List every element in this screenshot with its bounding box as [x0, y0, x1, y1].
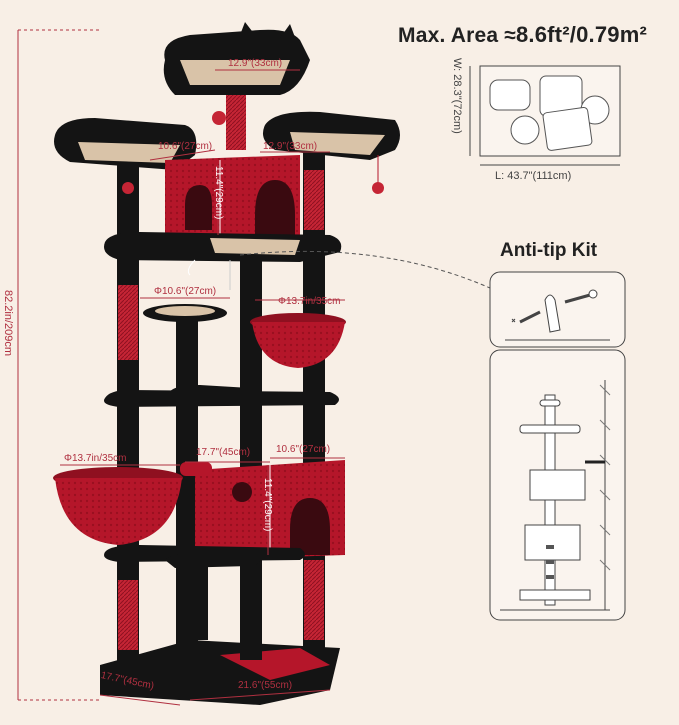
total-height-label: 82.2in/209cm [2, 290, 14, 357]
anti-tip-panel [489, 271, 626, 621]
kit-connector [239, 250, 491, 289]
area-title: Max. Area ≈8.6ft²/0.79m² [398, 22, 647, 48]
anti-tip-title: Anti-tip Kit [500, 240, 598, 261]
round-platform [143, 304, 227, 322]
side-perches [54, 111, 400, 194]
middle-platform [104, 232, 342, 290]
lower-condo [180, 460, 345, 560]
top-perch [163, 22, 310, 125]
area-length-label: L: 43.7"(111cm) [495, 170, 572, 182]
area-diagram [469, 65, 621, 166]
height-guide [17, 29, 100, 701]
dim-right-perch: 12.9"(33cm) [263, 141, 318, 152]
dim-base-width: 21.6"(55cm) [238, 680, 293, 691]
dim-lower-condo-height: 11.4"(29cm) [262, 478, 273, 532]
area-prefix: Max. Area ≈ [398, 24, 516, 47]
dimension-lines [60, 69, 345, 555]
dim-left-perch: 10.6"(27cm) [158, 141, 213, 152]
upper-condo [165, 155, 300, 245]
dim-upper-condo-height: 11.4"(29cm) [213, 166, 224, 220]
dim-top-perch: 12.9"(33cm) [228, 58, 283, 69]
area-value: 8.6ft²/0.79m² [516, 22, 647, 47]
lower-basket [53, 467, 183, 545]
middle-shelf [104, 385, 339, 407]
dim-lower-condo-width: 10.6"(27cm) [276, 444, 331, 455]
dim-upper-basket: Φ13.7in/35cm [278, 296, 341, 307]
upper-basket [250, 313, 346, 368]
dim-lower-basket: Φ13.7in/35cm [64, 453, 127, 464]
area-width-label: W: 28.3"(72cm) [451, 58, 463, 134]
lower-shelf [104, 545, 305, 568]
dim-lower-span: 17.7"(45cm) [196, 447, 251, 458]
dim-middle-platform: Φ10.6"(27cm) [154, 286, 217, 297]
